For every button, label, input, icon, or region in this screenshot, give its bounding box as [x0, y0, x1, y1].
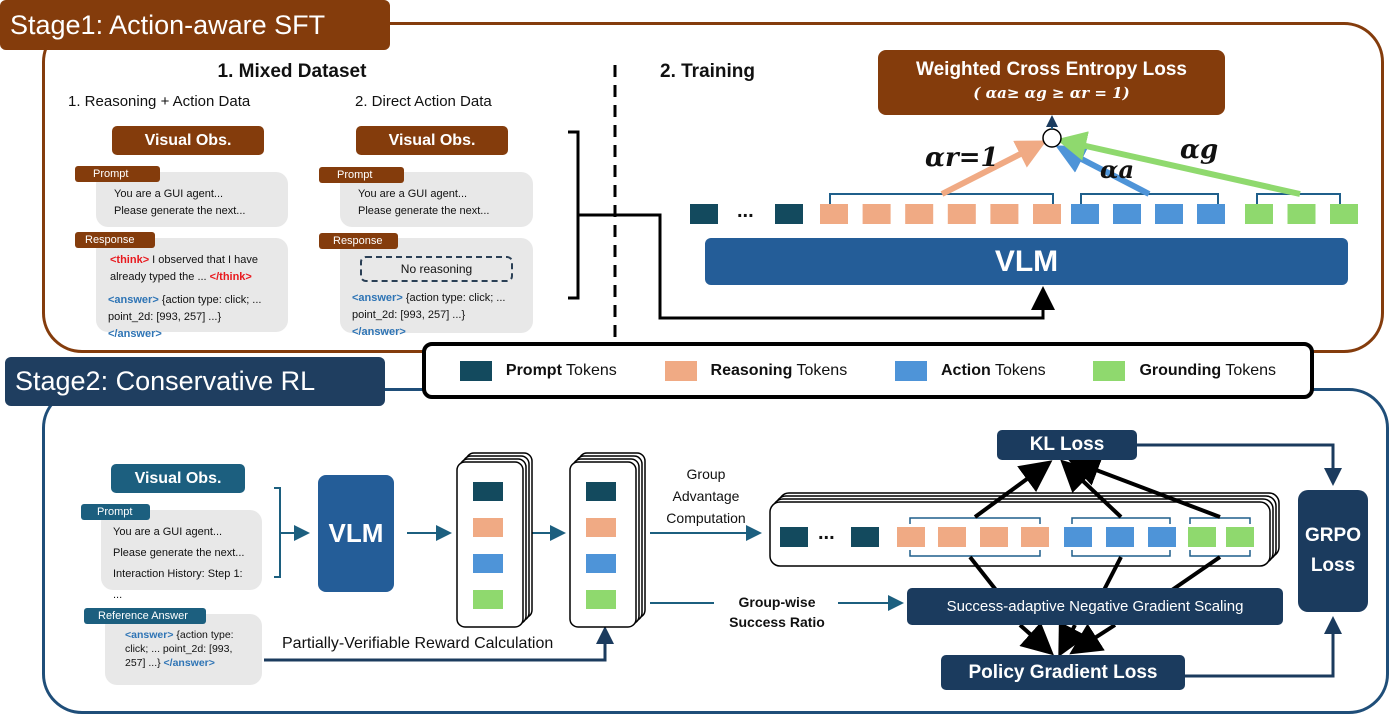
- reasoning-token: [938, 527, 966, 547]
- alpha-g-label: αg: [1180, 135, 1219, 165]
- reasoning-weight-arrow: [940, 140, 1047, 197]
- alpha-r-label: αr=1: [925, 143, 999, 173]
- stage2-token-ellipsis: ...: [818, 522, 835, 544]
- sum-icon: [1042, 128, 1062, 148]
- reward-calc-arrow: [264, 626, 614, 662]
- token-legend: Prompt Tokens Reasoning Tokens Action To…: [422, 342, 1314, 399]
- grounding-token: [1330, 204, 1358, 224]
- prompt-token: [851, 527, 879, 547]
- prompt-box: You are a GUI agent...Please generate th…: [101, 510, 262, 601]
- legend-swatch: [459, 360, 492, 381]
- reasoning-token: [862, 204, 891, 224]
- pg-to-grpo-arrow: [1185, 616, 1342, 678]
- legend-swatch: [895, 360, 927, 381]
- token-group-brackets: [829, 193, 1341, 204]
- reference-answer-tag: Reference Answer: [84, 608, 206, 624]
- direct-action-title: 2. Direct Action Data: [355, 93, 492, 110]
- prompt-tag: Prompt: [75, 166, 160, 182]
- kl-loss-box: KL Loss: [997, 430, 1137, 460]
- prompt-token: [473, 482, 503, 501]
- reasoning-token: [947, 204, 976, 224]
- vlm-box: VLM: [318, 475, 394, 592]
- gradient-arrows: [968, 455, 1222, 658]
- response-tag: Response: [75, 232, 155, 248]
- reasoning-token: [905, 204, 934, 224]
- kl-to-grpo-arrow: [1137, 443, 1342, 486]
- reasoning-action-title: 1. Reasoning + Action Data: [68, 93, 251, 110]
- no-reasoning-placeholder: No reasoning: [360, 256, 513, 282]
- stage1-token-row: [690, 204, 1358, 224]
- prompt-tag: Prompt: [319, 167, 404, 183]
- token-ellipsis: ...: [737, 200, 754, 222]
- action-token: [473, 554, 503, 573]
- legend-swatch: [664, 360, 697, 381]
- reasoning-token: [980, 527, 1008, 547]
- reasoning-token: [990, 204, 1019, 224]
- grounding-token: [1226, 527, 1254, 547]
- policy-gradient-loss-box: Policy Gradient Loss: [941, 655, 1185, 690]
- response-box: No reasoning <answer> {action type: clic…: [340, 238, 533, 338]
- grounding-token: [1287, 204, 1316, 224]
- action-token: [1064, 527, 1092, 547]
- reasoning-token: [1033, 204, 1061, 224]
- action-token: [1155, 204, 1183, 224]
- vlm-bar: VLM: [705, 238, 1348, 285]
- response-tag: Response: [319, 233, 398, 249]
- reward-calc-label: Partially-Verifiable Reward Calculation: [282, 635, 554, 652]
- legend-grounding: Grounding Tokens: [1093, 360, 1276, 381]
- sngs-box: Success-adaptive Negative Gradient Scali…: [907, 588, 1283, 625]
- visual-obs-box: Visual Obs.: [111, 464, 245, 493]
- grounding-token: [473, 590, 503, 609]
- dataset-to-vlm-arrow: [578, 213, 1055, 320]
- action-token: [1148, 527, 1176, 547]
- reasoning-token: [897, 527, 925, 547]
- prompt-token: [775, 204, 803, 224]
- prompt-tag: Prompt: [81, 504, 150, 520]
- grounding-weight-arrow: [1056, 131, 1301, 197]
- reasoning-token: [820, 204, 848, 224]
- reasoning-token: [1021, 527, 1049, 547]
- visual-obs-box: Visual Obs.: [356, 126, 508, 155]
- response-box: <think> I observed that I have already t…: [96, 238, 288, 340]
- grounding-token: [1188, 527, 1216, 547]
- prompt-token: [780, 527, 808, 547]
- action-token: [586, 554, 616, 573]
- reward-card: [569, 461, 637, 628]
- action-token: [1113, 204, 1141, 224]
- input-bracket: [274, 487, 281, 578]
- stage2-label: Stage2: Conservative RL: [5, 357, 385, 406]
- stage2-token-brackets: [909, 517, 1251, 557]
- grounding-token: [1245, 204, 1273, 224]
- alpha-a-label: αa: [1100, 155, 1135, 184]
- legend-swatch: [1093, 360, 1126, 381]
- stage1-label: Stage1: Action-aware SFT: [0, 0, 390, 50]
- action-token: [1197, 204, 1225, 224]
- rollout-card: [456, 461, 524, 628]
- visual-obs-box: Visual Obs.: [112, 126, 264, 155]
- prompt-token: [586, 482, 616, 501]
- grounding-token: [586, 590, 616, 609]
- reference-answer-box: <answer> {action type: click; ... point_…: [105, 614, 262, 685]
- reasoning-token: [473, 518, 503, 537]
- reasoning-token: [586, 518, 616, 537]
- mixed-dataset-title: 1. Mixed Dataset: [217, 61, 367, 82]
- action-token: [1106, 527, 1134, 547]
- training-title: 2. Training: [660, 61, 756, 82]
- legend-prompt: Prompt Tokens: [459, 360, 617, 381]
- legend-reasoning: Reasoning Tokens: [664, 360, 847, 381]
- dataset-bracket: [568, 130, 580, 300]
- stage2-token-row: [780, 527, 1254, 547]
- prompt-token: [690, 204, 718, 224]
- action-token: [1071, 204, 1099, 224]
- legend-action: Action Tokens: [895, 360, 1046, 381]
- weighted-ce-loss-box: Weighted Cross Entropy Loss ( αa≥ αg ≥ α…: [878, 50, 1225, 115]
